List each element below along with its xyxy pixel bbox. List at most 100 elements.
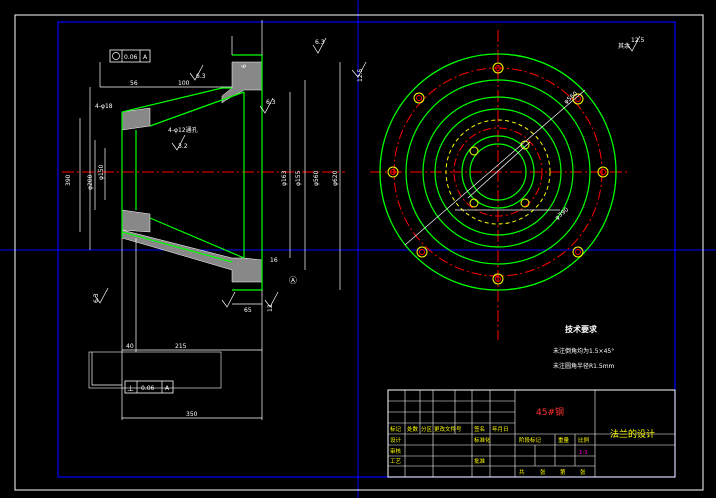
- dim-16: 16: [270, 257, 278, 264]
- bolt-hole: [572, 246, 584, 258]
- gtol-bottom-frame: [88, 351, 222, 389]
- flange-outer-circle: [379, 53, 617, 291]
- dim-163: φ163: [281, 170, 288, 186]
- tb-zone: 分区: [421, 425, 433, 433]
- roughness-left: 6.3: [93, 293, 100, 303]
- circle-a-datum: Ⓐ: [289, 276, 297, 285]
- bolt-hole: [597, 166, 609, 178]
- section-view: 0.06 A ⊥ 0.06 A 56 100 4-φ18 4-φ12通孔 390…: [62, 20, 367, 420]
- outer-bolt-holes: [387, 62, 609, 285]
- inner-frame: [57, 21, 676, 478]
- dia-leader-bore: [467, 141, 531, 199]
- tb-sheet2: 张: [540, 468, 546, 476]
- bolt-hole: [387, 166, 399, 178]
- tb-stage: 阶段标记: [519, 436, 542, 444]
- concentricity-icon: [112, 52, 120, 60]
- roughness-other-value: 12.5: [631, 37, 645, 44]
- gtol-bottom-datum: A: [165, 385, 170, 392]
- roughness-symbol-top: [312, 37, 327, 54]
- tech-req-line1: 未注倒角均为1.5×45°: [553, 347, 614, 355]
- gtol-bottom-leader: [91, 352, 122, 386]
- material-label: 45#钢: [536, 406, 564, 418]
- title-block-frame: [387, 389, 676, 478]
- dim-6: 6: [241, 64, 248, 68]
- roughness-cone: 6.3: [196, 73, 206, 80]
- tb-mark: 标记: [390, 425, 402, 433]
- tb-page2: 张: [580, 468, 586, 476]
- flange-circle-3: [422, 96, 574, 248]
- front-dia-inner: φ390: [554, 206, 570, 221]
- outer-frame: [14, 14, 704, 491]
- tech-req-line2: 未注圆角半径R1.5mm: [553, 362, 615, 370]
- cone-top-inner: [149, 91, 245, 127]
- hub-outer-circle: [434, 108, 562, 236]
- cone-top-outer: [121, 87, 232, 113]
- roughness-symbol-left: [94, 287, 109, 304]
- bolt-hole: [572, 93, 584, 105]
- gtol-top-datum: A: [143, 54, 148, 61]
- dim-200: φ200: [87, 174, 94, 190]
- tb-scale: 比例: [578, 436, 590, 444]
- tb-sign: 签名: [474, 425, 485, 433]
- roughness-top: 6.3: [315, 39, 325, 46]
- tech-req-heading: 技术要求: [565, 324, 598, 334]
- gtol-top-box: [109, 49, 151, 63]
- part-name: 法兰的设计: [610, 428, 655, 440]
- tb-standard: 标准化: [474, 436, 491, 444]
- dim-215: 215: [175, 343, 187, 350]
- tb-sheet: 共: [519, 468, 525, 476]
- bore-circle-1: [461, 135, 535, 209]
- front-view: φ560 φ390 其余 12.5 技术要求 未注倒角均为1.5×45° 未注圆…: [370, 30, 645, 370]
- title-block: 45#钢 法兰的设计 标记 处数 分区 更改文件号 签名 年月日 设计 标准化 …: [387, 389, 676, 478]
- roughness-symbol-right: [351, 61, 367, 78]
- dim-56: 56: [130, 80, 138, 87]
- dim-holes-top: 4-φ18: [95, 103, 113, 110]
- flange-outline: [232, 54, 263, 291]
- gtol-top-value: 0.06: [124, 54, 138, 61]
- bolt-hole: [413, 92, 425, 104]
- flange-circle-2: [405, 79, 591, 265]
- gtol-bottom-value: 0.06: [141, 385, 155, 392]
- tb-approve: 批准: [474, 457, 486, 465]
- tb-page: 第: [560, 468, 566, 476]
- perpendicularity-icon: ⊥: [127, 384, 134, 393]
- bolt-hole: [416, 246, 428, 258]
- bolt-hole: [492, 273, 504, 285]
- roughness-symbol-cone: [189, 64, 204, 81]
- roughness-symbol-flange: [259, 97, 274, 114]
- dim-155: φ155: [295, 170, 302, 186]
- tb-count: 处数: [407, 425, 419, 433]
- dim-560: φ560: [313, 170, 320, 186]
- roughness-symbol-bottom2: [264, 291, 279, 308]
- tb-design: 设计: [390, 436, 402, 444]
- tb-review: 审核: [390, 447, 402, 455]
- bolt-hole: [492, 62, 504, 74]
- dim-620: φ620: [332, 170, 339, 186]
- roughness-other-icon: [626, 35, 641, 52]
- bore-circle-2: [469, 143, 527, 201]
- roughness-32: 3.2: [178, 143, 188, 150]
- dia-leader-outer: [404, 89, 586, 246]
- inner-bolt-holes: [469, 140, 530, 208]
- tb-process: 工艺: [390, 458, 402, 465]
- roughness-other-label: 其余: [618, 42, 630, 50]
- dim-40: 40: [126, 343, 134, 350]
- cone-bottom-inner: [149, 217, 245, 259]
- inner-hole: [469, 146, 479, 156]
- tb-scale-value: 1:1: [579, 450, 588, 456]
- dim-150: φ150: [98, 164, 105, 180]
- roughness-symbol-bottom: [221, 291, 236, 308]
- roughness-right: 12.5: [357, 68, 364, 82]
- inner-hole: [520, 198, 530, 208]
- inner-hole: [469, 198, 479, 208]
- bolt-circle-inner: [453, 127, 543, 217]
- gtol-bottom-box: [124, 380, 174, 394]
- dim-12: 12: [267, 304, 274, 312]
- tb-weight: 重量: [558, 436, 570, 444]
- tb-change-doc: 更改文件号: [434, 425, 462, 433]
- hatch-hub-bottom: [121, 209, 151, 233]
- dim-65: 65: [244, 307, 252, 314]
- roughness-flange: 6.3: [266, 99, 276, 106]
- dim-350: 350: [186, 411, 198, 418]
